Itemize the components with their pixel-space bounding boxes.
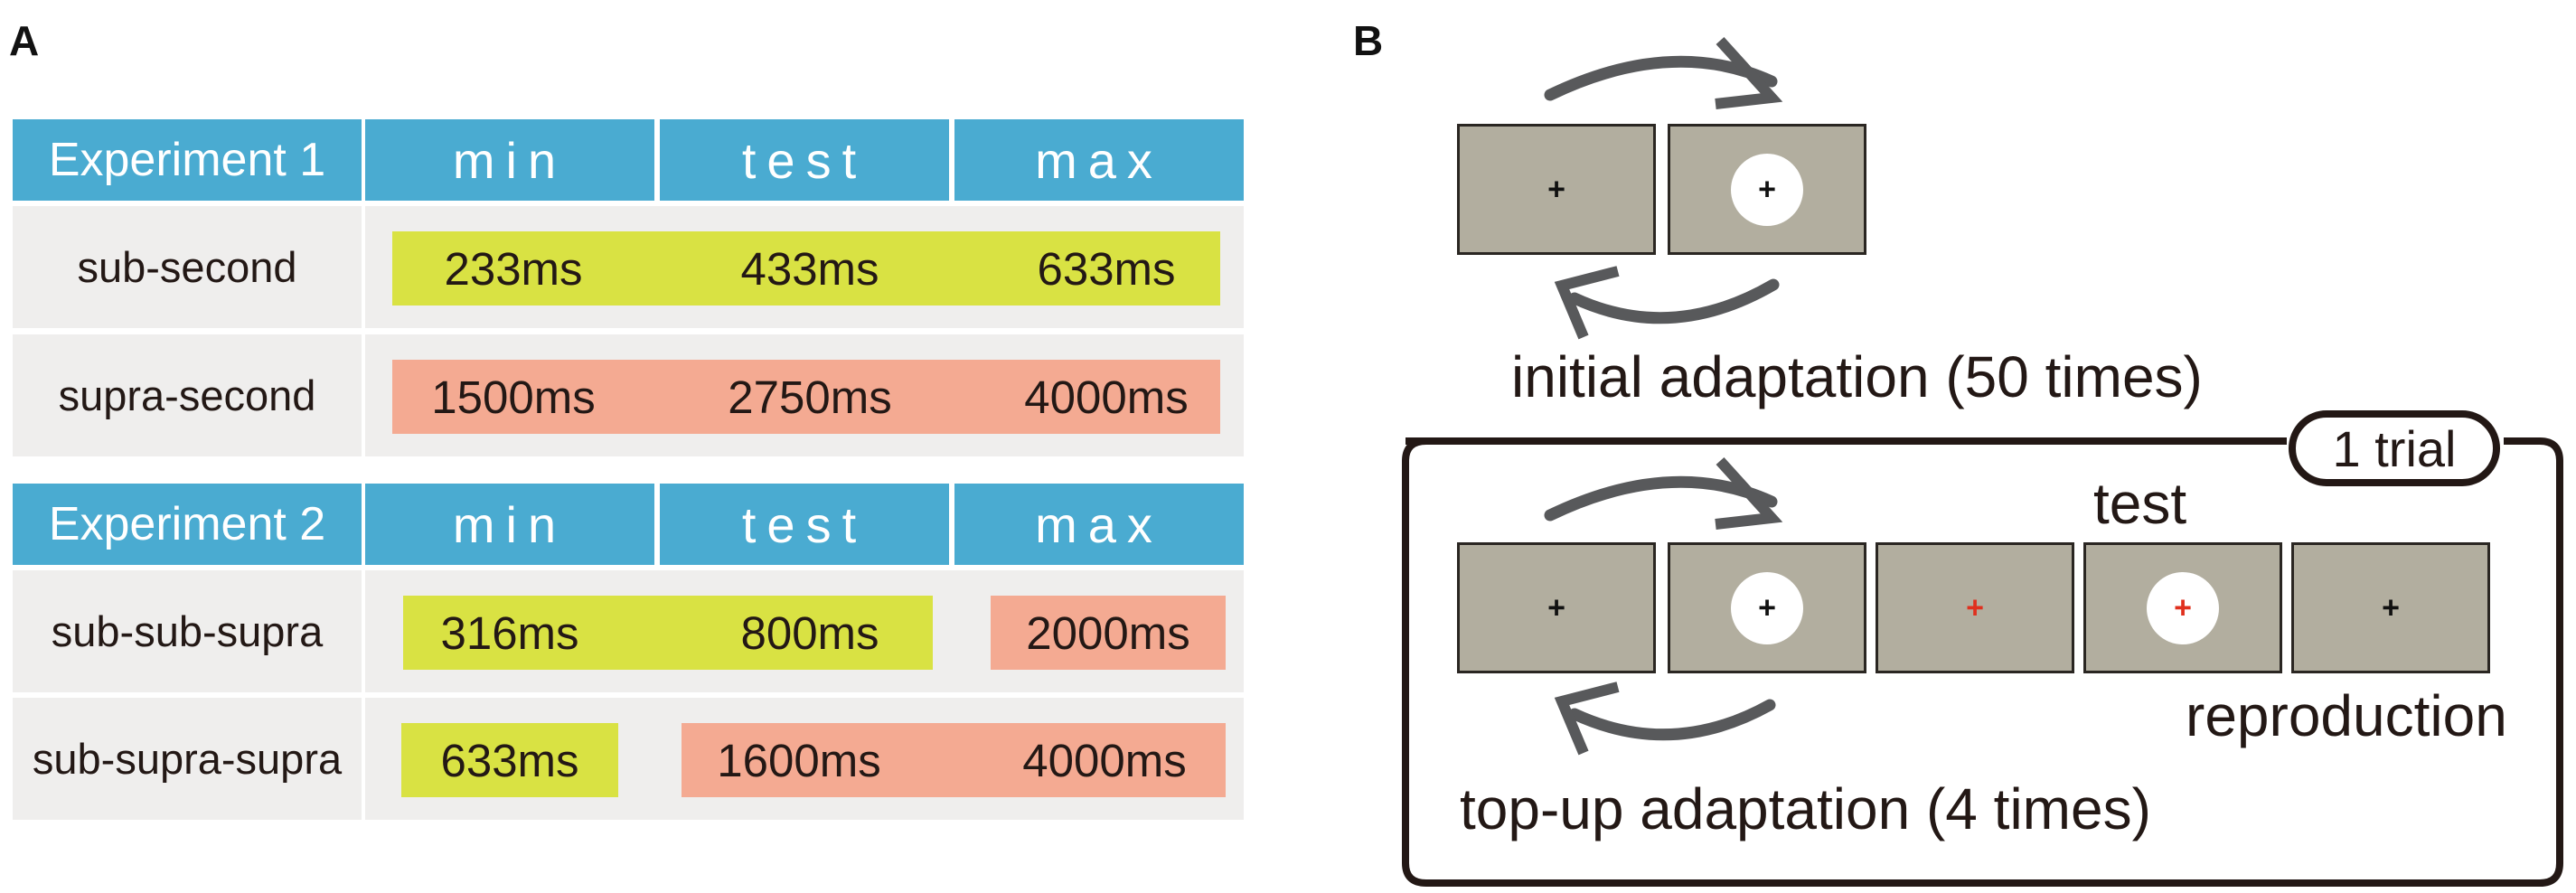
value-min: 633ms — [440, 734, 579, 786]
fixation-cross-icon: + — [1758, 171, 1776, 206]
arrowhead-topup-return — [1554, 682, 1620, 756]
screen-fixation: + — [1457, 542, 1656, 673]
value-min: 233ms — [444, 242, 583, 295]
supra-range-bar: 2000ms — [991, 596, 1226, 670]
test-label: test — [2093, 471, 2187, 536]
arrowhead-topup-forward — [1715, 456, 1783, 530]
red-fixation-cross-icon: + — [2174, 589, 2192, 625]
screen-test-stimulus: + — [2083, 542, 2282, 673]
sub-sub-range-bar: 316ms 800ms — [403, 596, 933, 670]
table2-row-label: sub-sub-supra — [13, 570, 362, 692]
panel-label-a: A — [9, 17, 40, 64]
value-test: 2750ms — [728, 371, 892, 423]
value-test: 433ms — [740, 242, 879, 295]
white-disk-icon — [1731, 571, 1803, 644]
table1-header-min: min — [365, 119, 654, 201]
red-fixation-cross-icon: + — [1966, 589, 1984, 625]
fixation-cross-icon: + — [1758, 589, 1776, 625]
table2-header-test: test — [660, 484, 949, 565]
panel-label-b: B — [1353, 17, 1384, 64]
initial-adaptation-caption: initial adaptation (50 times) — [1511, 344, 2203, 409]
table2-header-min: min — [365, 484, 654, 565]
value-test: 1600ms — [717, 734, 881, 786]
table2-row-label: sub-supra-supra — [13, 698, 362, 820]
sub-range-bar: 633ms — [401, 723, 618, 797]
fixation-cross-icon: + — [1547, 171, 1565, 206]
screen-adaptor: + — [1668, 124, 1866, 255]
trial-label: 1 trial — [2332, 419, 2457, 477]
white-disk-icon — [1731, 153, 1803, 226]
supra-supra-range-bar: 1600ms 4000ms — [682, 723, 1226, 797]
arrowhead-initial-forward — [1715, 36, 1783, 109]
table1-row-cell: 233ms 433ms 633ms — [365, 206, 1244, 328]
table1-header-max: max — [954, 119, 1244, 201]
screen-fixation: + — [1457, 124, 1656, 255]
table1-header-experiment: Experiment 1 — [13, 119, 362, 201]
fixation-cross-icon: + — [2382, 589, 2400, 625]
table2-header-experiment: Experiment 2 — [13, 484, 362, 565]
value-max: 2000ms — [1026, 606, 1190, 659]
trial-label-pill — [2289, 410, 2500, 486]
table1-row-label: sub-second — [13, 206, 362, 328]
value-max: 4000ms — [1024, 371, 1189, 423]
table2-row-cell: 633ms 1600ms 4000ms — [365, 698, 1244, 820]
value-max: 4000ms — [1022, 734, 1187, 786]
table2-row-cell: 316ms 800ms 2000ms — [365, 570, 1244, 692]
trial-box — [1402, 437, 2563, 887]
table2-header-max: max — [954, 484, 1244, 565]
value-min: 1500ms — [431, 371, 596, 423]
table1-row-label: supra-second — [13, 334, 362, 456]
reproduction-label: reproduction — [2186, 683, 2507, 748]
sub-second-range-bar: 233ms 433ms 633ms — [392, 231, 1220, 306]
screen-reproduction: + — [2291, 542, 2490, 673]
table1-header-test: test — [660, 119, 949, 201]
white-disk-icon — [2147, 571, 2219, 644]
screen-adaptor: + — [1668, 542, 1866, 673]
value-max: 633ms — [1037, 242, 1176, 295]
value-min: 316ms — [440, 606, 579, 659]
supra-second-range-bar: 1500ms 2750ms 4000ms — [392, 360, 1220, 434]
value-test: 800ms — [740, 606, 879, 659]
screen-test-fixation: + — [1876, 542, 2074, 673]
topup-adaptation-caption: top-up adaptation (4 times) — [1460, 776, 2151, 841]
return-arrow-initial — [1568, 278, 1780, 324]
return-arrow-topup — [1568, 699, 1776, 741]
table1-row-cell: 1500ms 2750ms 4000ms — [365, 334, 1244, 456]
arrowhead-initial-return — [1554, 266, 1620, 340]
fixation-cross-icon: + — [1547, 589, 1565, 625]
